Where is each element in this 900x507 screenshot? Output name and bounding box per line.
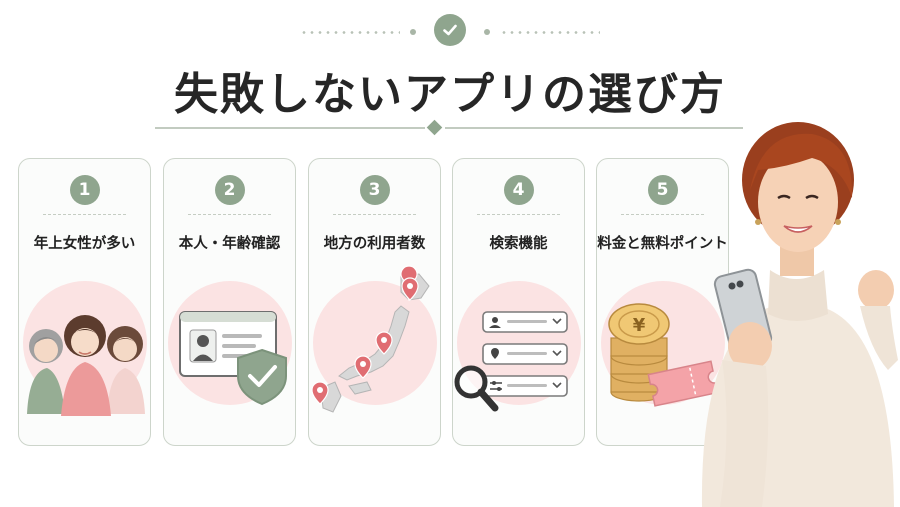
card-number: 1 — [69, 175, 100, 205]
card-divider — [477, 214, 560, 215]
card-label: 年上女性が多い — [33, 236, 136, 252]
card-label: 検索機能 — [489, 236, 548, 252]
title-diamond — [426, 119, 443, 136]
id-card-shield-icon — [179, 311, 287, 406]
card-label: 本人・年齢確認 — [178, 236, 281, 252]
svg-text:¥: ¥ — [633, 315, 646, 336]
card-4: 4 検索機能 — [452, 158, 585, 446]
card-divider — [333, 214, 416, 215]
yen-coins-ticket-icon: ¥ — [608, 303, 719, 407]
dotted-line-right — [500, 31, 600, 34]
card-number: 4 — [503, 175, 534, 205]
header-dot-left — [410, 29, 416, 35]
check-badge — [434, 14, 466, 46]
card-divider — [621, 214, 704, 215]
title-rule-right — [445, 127, 743, 129]
card-divider — [43, 214, 126, 215]
card-divider — [188, 214, 271, 215]
header-dot-right — [484, 29, 490, 35]
women-group-icon — [27, 315, 145, 416]
header-decoration — [300, 14, 600, 50]
card-label: 地方の利用者数 — [323, 236, 426, 252]
card-2: 2 本人・年齢確認 — [163, 158, 296, 446]
search-filter-icon — [454, 311, 568, 412]
card-number: 5 — [647, 175, 678, 205]
card-label: 料金と無料ポイント — [597, 236, 728, 252]
japan-map-icon — [311, 265, 430, 413]
page-title: 失敗しないアプリの選び方 — [174, 69, 726, 120]
check-icon — [443, 24, 457, 36]
card-number: 3 — [359, 175, 390, 205]
title-rule-left — [155, 127, 425, 129]
woman-with-phone-illustration — [701, 122, 898, 507]
dotted-line-left — [300, 31, 400, 34]
card-number: 2 — [214, 175, 245, 205]
card-3: 3 地方の利用者数 — [308, 158, 441, 446]
card-1: 1 年上女性が多い — [18, 158, 151, 446]
